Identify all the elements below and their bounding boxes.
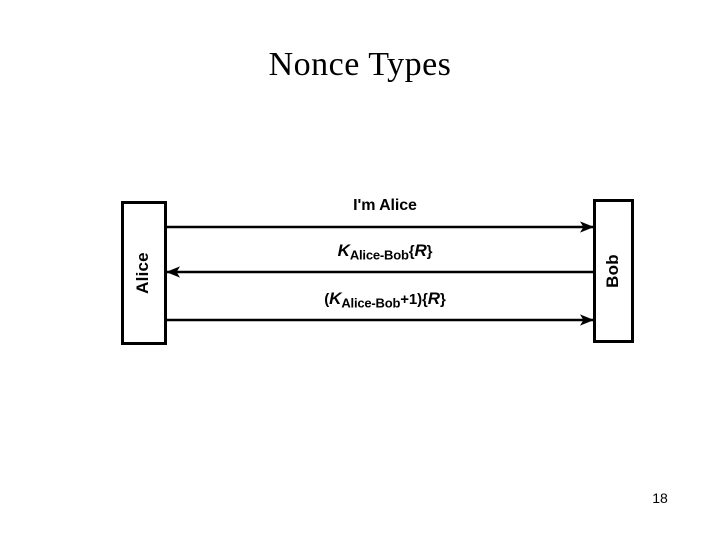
page-title: Nonce Types	[268, 46, 452, 83]
party-label-bob: Bob	[603, 254, 622, 288]
increment-paren-close-3: +1)	[400, 291, 423, 308]
message-label-3: (KAlice-Bob+1){R}	[270, 289, 500, 311]
nonce-symbol-3: R	[427, 289, 440, 308]
brace-open-3: {	[422, 291, 428, 308]
key-symbol-3: K	[329, 289, 342, 308]
key-subscript-2: Alice-Bob	[349, 247, 409, 263]
nonce-symbol-2: R	[414, 241, 427, 260]
message-label-1-text: I'm Alice	[353, 197, 417, 214]
key-subscript-3: Alice-Bob	[341, 295, 401, 311]
message-label-2: KAlice-Bob{R}	[270, 241, 500, 263]
paren-open-3: (	[324, 291, 330, 308]
key-symbol-2: K	[337, 241, 350, 260]
page-number: 18	[652, 490, 668, 506]
brace-close-2: }	[426, 243, 433, 260]
brace-close-3: }	[439, 291, 446, 308]
party-box-alice	[121, 201, 167, 345]
brace-open-2: {	[408, 243, 415, 260]
party-box-bob	[593, 199, 634, 343]
message-label-1: I'm Alice	[270, 197, 500, 215]
party-label-alice: Alice	[133, 252, 152, 294]
